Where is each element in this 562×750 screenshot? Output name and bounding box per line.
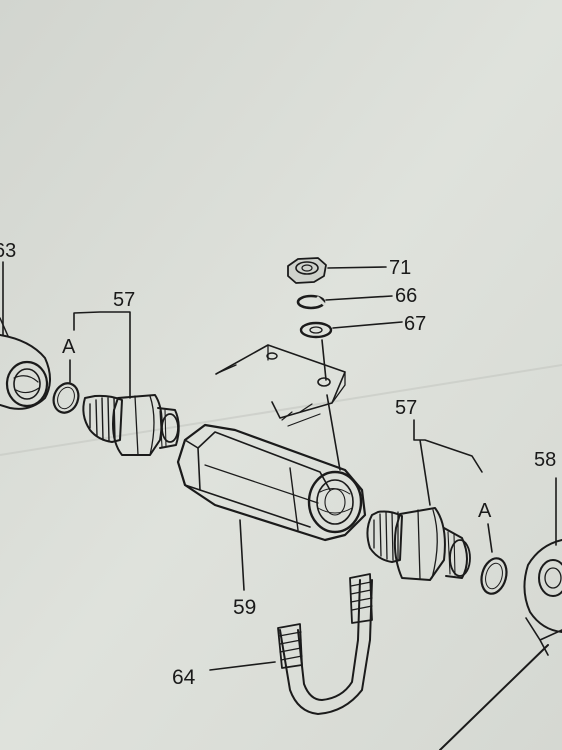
part-66-spring-washer: [296, 294, 326, 310]
label-a-left: A: [62, 336, 76, 358]
part-64-u-hose: [277, 573, 373, 715]
o-ring-left: [52, 382, 80, 414]
o-ring-right: [480, 557, 508, 595]
pipe-line-lower-right: [439, 644, 549, 750]
leader-66: [325, 295, 393, 301]
label-66: 66: [395, 285, 417, 307]
leader-a-right: [487, 523, 493, 553]
label-64: 64: [172, 666, 196, 689]
label-57-left: 57: [113, 289, 135, 311]
mounting-bracket-plate: [215, 344, 346, 427]
label-57-right: 57: [395, 397, 417, 419]
bracket-57-right: [413, 419, 483, 506]
label-63: 63: [0, 240, 16, 262]
leader-59: [239, 519, 245, 591]
part-57-adapter-left: [82, 394, 180, 456]
part-67-flat-washer: [299, 321, 333, 339]
label-59: 59: [233, 596, 256, 619]
part-59-check-valve-body: [176, 423, 367, 542]
stud-line: [321, 339, 341, 471]
paper-fold-shadow: [0, 364, 562, 456]
part-57-adapter-right: [366, 507, 471, 581]
label-67: 67: [404, 313, 426, 335]
leader-67: [332, 321, 403, 329]
label-a-right: A: [478, 500, 492, 522]
leader-71: [327, 266, 387, 269]
valve-outline-line: [219, 364, 237, 373]
label-71: 71: [389, 257, 411, 279]
part-63-elbow-fitting: [0, 317, 51, 410]
leader-64: [209, 661, 276, 671]
bracket-57-left: [73, 311, 131, 399]
part-58-fitting: [523, 539, 562, 656]
label-58: 58: [534, 449, 556, 471]
part-71-hex-nut: [287, 257, 327, 284]
